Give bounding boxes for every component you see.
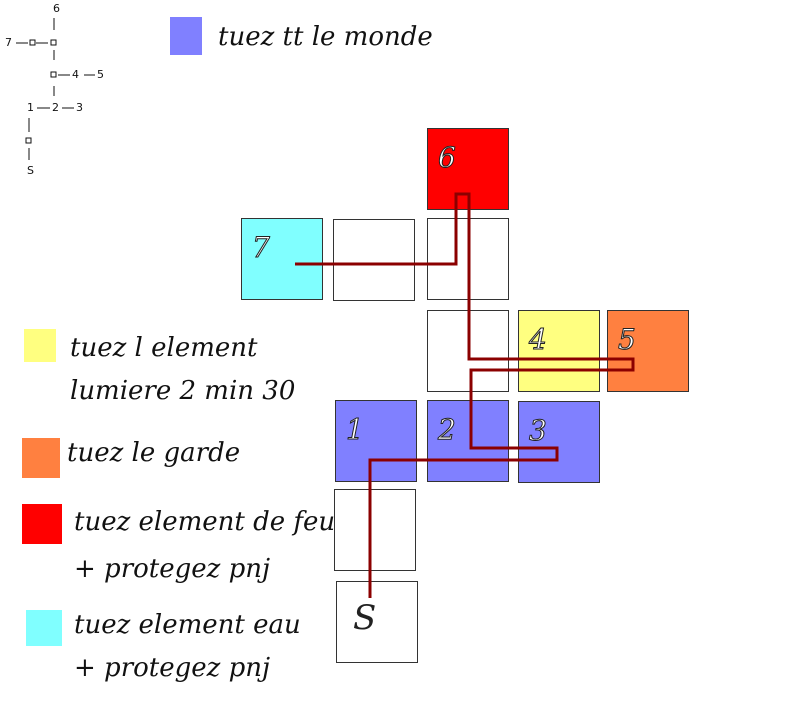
minimap-label-4: 4 [72,68,79,81]
room-3: 3 [518,401,600,483]
minimap-label-5: 5 [97,68,104,81]
legend-swatch-blue [170,17,202,55]
room-label-3: 3 [529,414,548,448]
room-1: 1 [335,400,417,482]
legend-swatch-yellow [24,329,56,362]
room-label-7: 7 [252,231,271,265]
room-label-5: 5 [618,323,637,357]
room-7: 7 [241,218,323,300]
legend-text-yellow-2: lumiere 2 min 30 [70,376,296,406]
minimap-label-s: S [27,164,34,177]
minimap-label-3: 3 [76,101,83,114]
room-start: S [336,581,418,663]
minimap-label-7: 7 [5,36,12,49]
room-label-4: 4 [529,323,548,357]
legend-text-orange: tuez le garde [67,438,241,468]
room-empty-d [334,489,416,571]
legend-text-cyan-1: tuez element eau [74,610,301,640]
minimap-lines [16,18,95,160]
room-empty-a [333,219,415,301]
legend-text-cyan-2: + protegez pnj [74,653,271,683]
legend-swatch-cyan [26,610,62,646]
room-5: 5 [607,310,689,392]
minimap-label-6: 6 [53,2,60,15]
room-label-2: 2 [438,413,457,447]
legend-text-red-1: tuez element de feu [74,507,336,537]
route-path [295,192,635,598]
legend-swatch-orange [22,438,60,478]
legend-text-blue: tuez tt le monde [218,22,433,52]
minimap-label-2: 2 [52,101,59,114]
legend-text-red-2: + protegez pnj [74,554,271,584]
room-label-start: S [353,598,377,638]
room-label-6: 6 [438,141,457,175]
room-4: 4 [518,310,600,392]
legend-text-yellow-1: tuez l element [70,333,258,363]
legend-swatch-red [22,504,62,544]
room-label-1: 1 [346,413,365,447]
minimap-label-1: 1 [27,101,34,114]
room-2: 2 [427,400,509,482]
